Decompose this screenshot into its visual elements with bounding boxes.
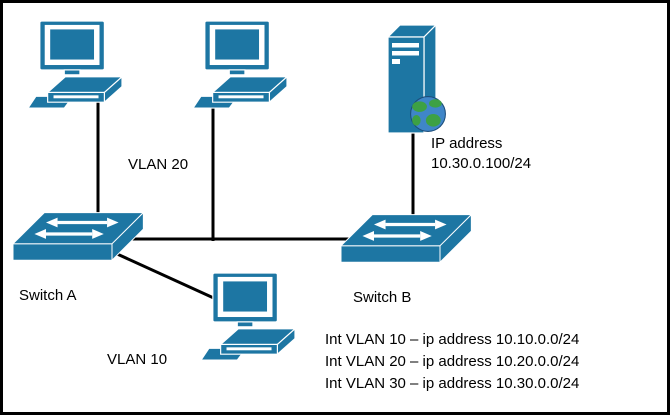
vlan10-label: VLAN 10 (107, 351, 168, 368)
globe-icon (409, 95, 447, 138)
pc-icon-vlan10 (199, 272, 299, 368)
server-ip-line1: IP address (431, 135, 503, 152)
vlan-note-line-3: Int VLAN 30 – ip address 10.30.0.0/24 (325, 375, 580, 392)
vlan20-label: VLAN 20 (128, 156, 189, 173)
server-ip-line2: 10.30.0.100/24 (431, 155, 532, 172)
server-ip-label: IP address 10.30.0.100/24 (431, 134, 531, 174)
switch-a-icon (11, 211, 145, 280)
pc-icon-top-left (26, 20, 126, 116)
switch-b-label: Switch B (353, 289, 412, 306)
pc-icon-vlan20 (191, 20, 291, 116)
switch-b-icon (339, 213, 473, 282)
vlan-note-line-2: Int VLAN 20 – ip address 10.20.0.0/24 (325, 353, 580, 370)
vlan-interface-notes: Int VLAN 10 – ip address 10.10.0.0/24 In… (325, 329, 579, 395)
vlan-note-line-1: Int VLAN 10 – ip address 10.10.0.0/24 (325, 331, 580, 348)
switch-a-label: Switch A (19, 287, 77, 304)
